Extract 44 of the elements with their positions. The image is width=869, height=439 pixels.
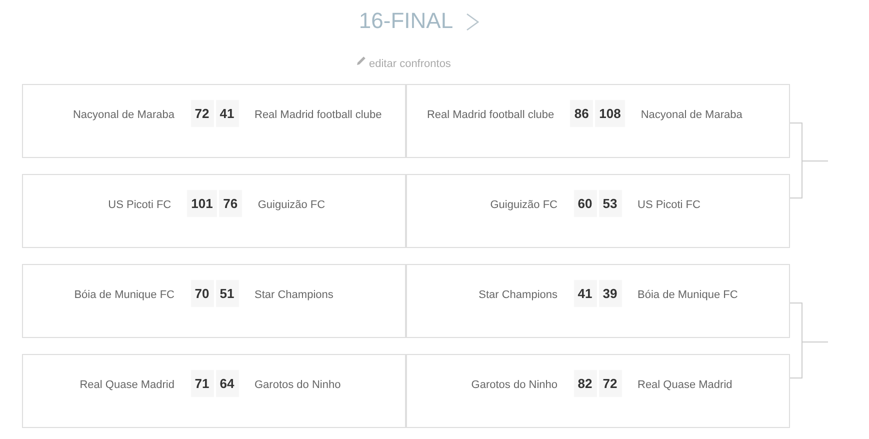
score: 72 — [598, 370, 622, 397]
score: 41 — [574, 280, 596, 307]
match-card — [22, 264, 407, 338]
match-card — [22, 354, 407, 428]
bracket-line — [790, 160, 828, 198]
match-card — [22, 84, 407, 158]
team-name: Star Champions — [478, 288, 558, 302]
team-name: Real Madrid football clube — [426, 108, 554, 122]
score: 72 — [190, 100, 214, 127]
score: 71 — [190, 370, 214, 397]
team-name: Guiguizão FC — [490, 198, 558, 212]
round-title: 16-FINAL — [358, 8, 454, 34]
team-name: Bóia de Munique FC — [74, 288, 174, 302]
team-name: Real Madrid football clube — [254, 108, 382, 122]
edit-link: editar confrontos — [369, 58, 451, 71]
score: 60 — [574, 190, 596, 217]
match-card — [405, 354, 790, 428]
team-name: Star Champions — [254, 288, 334, 302]
team-name: Real Quase Madrid — [80, 378, 174, 392]
score: 70 — [190, 280, 214, 307]
match-card — [405, 84, 790, 158]
team-name: Garotos do Ninho — [254, 378, 341, 392]
bracket-line — [790, 342, 828, 378]
score: 108 — [595, 100, 625, 127]
team-name: US Picoti FC — [638, 198, 700, 212]
score: 86 — [570, 100, 594, 127]
score: 82 — [574, 370, 596, 397]
team-name: Nacyonal de Maraba — [640, 108, 742, 122]
score: 64 — [216, 370, 238, 397]
score: 101 — [187, 190, 217, 217]
match-card — [22, 174, 407, 248]
team-name: Nacyonal de Maraba — [72, 108, 174, 122]
team-name: Real Quase Madrid — [638, 378, 732, 392]
team-name: Garotos do Ninho — [471, 378, 558, 392]
team-name: Guiguizão FC — [258, 198, 326, 212]
match-card — [405, 264, 790, 338]
score: 39 — [598, 280, 622, 307]
score: 51 — [216, 280, 238, 307]
score: 41 — [216, 100, 238, 127]
score: 53 — [598, 190, 622, 217]
match-card — [405, 174, 790, 248]
score: 76 — [218, 190, 242, 217]
team-name: Bóia de Munique FC — [638, 288, 738, 302]
team-name: US Picoti FC — [108, 198, 172, 212]
